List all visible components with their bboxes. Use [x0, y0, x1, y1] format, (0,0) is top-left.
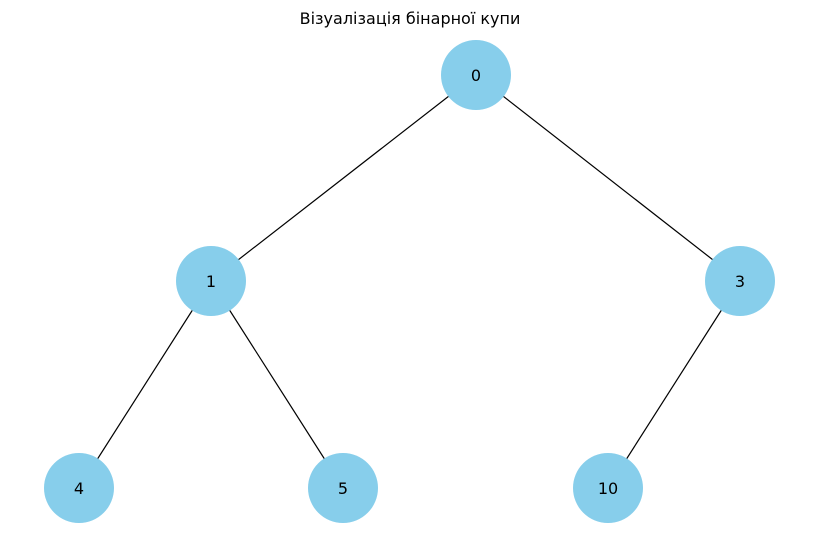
heap-node-circle: [44, 453, 114, 523]
heap-node-label: 4: [74, 479, 84, 498]
heap-node-circle: [308, 453, 378, 523]
heap-node-circle: [441, 40, 511, 110]
heap-node-label: 0: [471, 66, 481, 85]
heap-node-label: 5: [338, 479, 348, 498]
heap-edge: [78, 280, 212, 489]
heap-edge: [210, 280, 344, 489]
heap-node-circle: [705, 246, 775, 316]
heap-node-label: 3: [735, 272, 745, 291]
heap-node: 3: [705, 246, 775, 316]
edges-layer: [78, 74, 741, 489]
heap-node-label: 10: [598, 479, 618, 498]
heap-node: 1: [176, 246, 246, 316]
heap-node: 5: [308, 453, 378, 523]
heap-node: 4: [44, 453, 114, 523]
heap-node-circle: [176, 246, 246, 316]
heap-node: 0: [441, 40, 511, 110]
heap-edge: [210, 74, 477, 282]
heap-node-circle: [573, 453, 643, 523]
heap-edge: [607, 280, 741, 489]
nodes-layer: 0 1 3 4 5 10: [44, 40, 775, 523]
heap-node-label: 1: [206, 272, 216, 291]
diagram-title: Візуалізація бінарної купи: [300, 9, 521, 28]
heap-node: 10: [573, 453, 643, 523]
heap-edge: [475, 74, 741, 282]
